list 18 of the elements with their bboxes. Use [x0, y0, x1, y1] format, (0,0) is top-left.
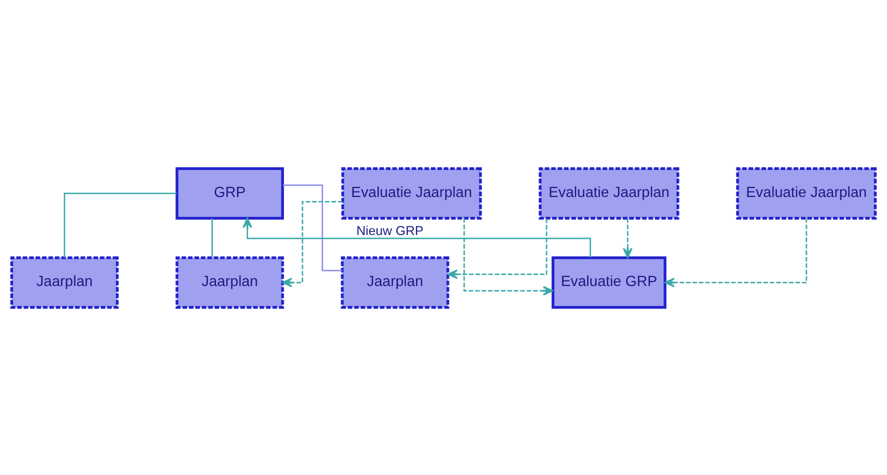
node-box: GRP — [176, 166, 284, 220]
arrow — [447, 218, 548, 279]
node-box: Jaarplan — [10, 256, 119, 308]
node-box: Jaarplan — [176, 256, 284, 308]
node-box: Evaluatie Jaarplan — [538, 166, 680, 220]
connector — [282, 184, 342, 271]
edge-label: Nieuw GRP — [356, 222, 424, 238]
arrow — [463, 218, 554, 296]
arrow — [242, 217, 592, 258]
node-box: Evaluatie Jaarplan — [341, 166, 482, 220]
node-box: Evaluatie GRP — [552, 256, 666, 308]
connector — [211, 218, 213, 258]
connector — [64, 192, 177, 258]
node-box: Evaluatie Jaarplan — [736, 166, 877, 220]
node-box: Jaarplan — [340, 256, 450, 308]
arrow — [282, 200, 342, 287]
arrow — [622, 218, 632, 258]
arrow — [664, 218, 808, 287]
